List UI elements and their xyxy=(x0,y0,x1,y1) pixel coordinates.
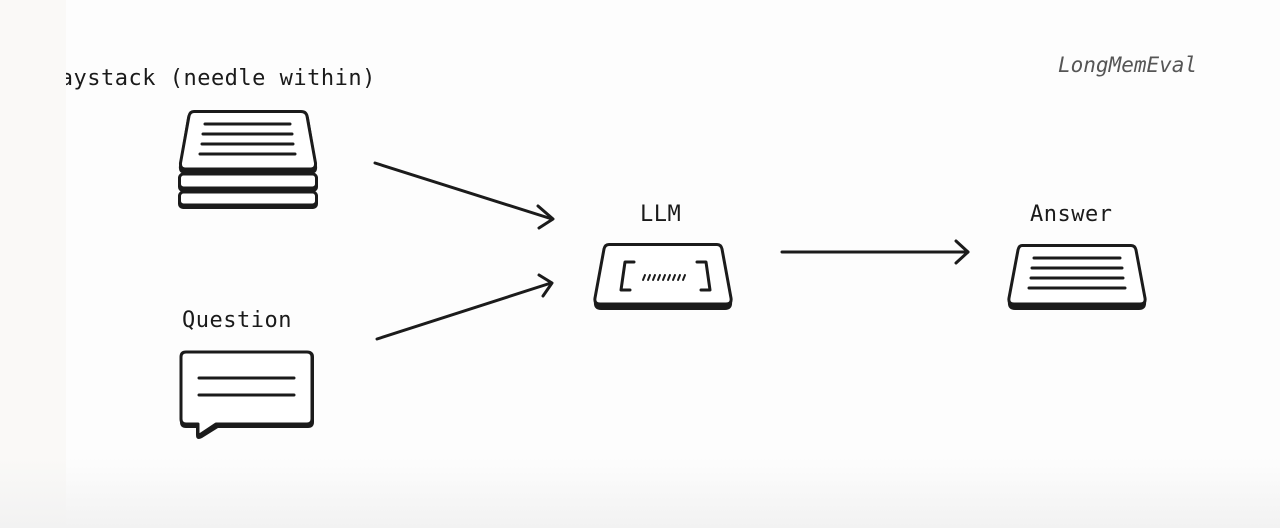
speech-bubble-icon xyxy=(179,350,314,439)
arrow-llm-to-answer xyxy=(780,239,970,265)
brand-label: LongMemEval xyxy=(1058,53,1198,77)
stacked-documents-icon xyxy=(178,110,318,209)
llm-terminal-icon xyxy=(593,243,733,310)
llm-label: LLM xyxy=(640,202,682,227)
left-edge-band xyxy=(0,0,66,528)
arrow-haystack-to-llm xyxy=(373,161,555,230)
arrow-question-to-llm xyxy=(375,273,554,341)
llm-hatch-marks xyxy=(642,274,686,281)
haystack-label: Haystack (needle within) xyxy=(46,66,376,91)
bottom-fade xyxy=(0,458,1280,528)
answer-label: Answer xyxy=(1030,202,1113,227)
document-icon xyxy=(1007,244,1147,310)
question-label: Question xyxy=(182,308,292,333)
